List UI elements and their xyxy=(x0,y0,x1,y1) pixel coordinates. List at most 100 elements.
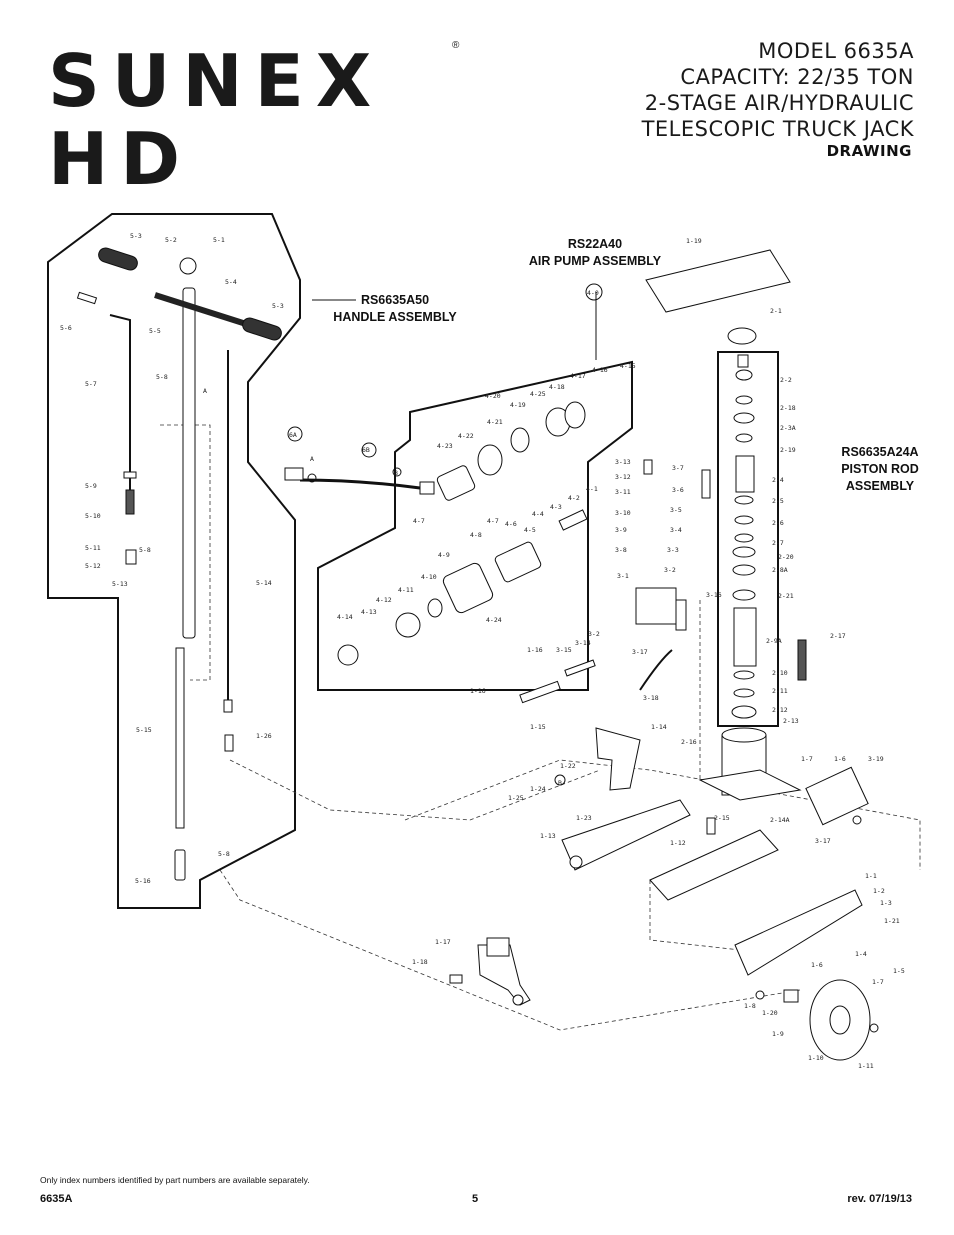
svg-text:3-15: 3-15 xyxy=(556,646,572,654)
svg-text:3-17: 3-17 xyxy=(815,837,831,845)
svg-text:1-12: 1-12 xyxy=(670,839,686,847)
page-number: 5 xyxy=(472,1193,479,1205)
svg-text:4-7: 4-7 xyxy=(413,517,425,525)
svg-text:1-25: 1-25 xyxy=(508,794,524,802)
piston-rod-name-2: ASSEMBLY xyxy=(845,479,915,493)
air-pump-parts xyxy=(284,401,588,666)
svg-text:5-6: 5-6 xyxy=(60,324,72,332)
svg-text:4-1: 4-1 xyxy=(586,485,598,493)
svg-text:3-9: 3-9 xyxy=(615,526,627,534)
svg-text:5-10: 5-10 xyxy=(85,512,101,520)
svg-text:5-8: 5-8 xyxy=(218,850,230,858)
svg-text:1-19: 1-19 xyxy=(686,237,702,245)
svg-text:1-20: 1-20 xyxy=(762,1009,778,1017)
registered-mark: ® xyxy=(452,40,460,51)
svg-text:2-7: 2-7 xyxy=(772,539,784,547)
svg-text:2-13: 2-13 xyxy=(783,717,799,725)
svg-text:2-18: 2-18 xyxy=(780,404,796,412)
svg-text:5-8: 5-8 xyxy=(156,373,168,381)
svg-text:1-10: 1-10 xyxy=(808,1054,824,1062)
svg-text:2-14A: 2-14A xyxy=(770,816,790,824)
svg-text:4-10: 4-10 xyxy=(421,573,437,581)
svg-text:4-17: 4-17 xyxy=(570,372,586,380)
svg-text:4-15: 4-15 xyxy=(620,362,636,370)
svg-text:4-16: 4-16 xyxy=(592,366,608,374)
svg-text:4-23: 4-23 xyxy=(437,442,453,450)
svg-text:1-8: 1-8 xyxy=(744,1002,756,1010)
svg-text:1-5: 1-5 xyxy=(893,967,905,975)
svg-text:2-9A: 2-9A xyxy=(766,637,782,645)
svg-text:5-9: 5-9 xyxy=(85,482,97,490)
svg-text:B: B xyxy=(558,779,562,787)
svg-text:4-13: 4-13 xyxy=(361,608,377,616)
footer-model: 6635A xyxy=(40,1193,73,1205)
brand-logo: SUNEX HD xyxy=(48,40,468,198)
svg-text:2-16: 2-16 xyxy=(681,738,697,746)
svg-text:5-4: 5-4 xyxy=(225,278,237,286)
svg-text:1-11: 1-11 xyxy=(858,1062,874,1070)
valve-parts xyxy=(519,459,869,826)
handle-assembly-outline xyxy=(47,213,301,909)
svg-text:2-15: 2-15 xyxy=(714,814,730,822)
svg-text:2-2: 2-2 xyxy=(780,376,792,384)
svg-text:1-13: 1-13 xyxy=(540,832,556,840)
svg-text:2-20: 2-20 xyxy=(778,553,794,561)
footer-note: Only index numbers identified by part nu… xyxy=(40,1175,310,1185)
section-label: DRAWING xyxy=(826,142,912,160)
svg-text:4-3: 4-3 xyxy=(550,503,562,511)
svg-text:1-22: 1-22 xyxy=(560,762,576,770)
revision-date: rev. 07/19/13 xyxy=(847,1193,912,1205)
svg-text:3-12: 3-12 xyxy=(615,473,631,481)
svg-text:4-7: 4-7 xyxy=(487,517,499,525)
svg-text:1-16: 1-16 xyxy=(470,687,486,695)
air-pump-outline xyxy=(317,360,633,691)
svg-text:A: A xyxy=(310,455,314,463)
svg-text:2-1: 2-1 xyxy=(770,307,782,315)
svg-text:4-19: 4-19 xyxy=(510,401,526,409)
svg-text:5-15: 5-15 xyxy=(136,726,152,734)
svg-text:5-14: 5-14 xyxy=(256,579,272,587)
svg-text:3-5: 3-5 xyxy=(670,506,682,514)
svg-text:2-11: 2-11 xyxy=(772,687,788,695)
svg-text:3-2: 3-2 xyxy=(588,630,600,638)
svg-text:2-19: 2-19 xyxy=(780,446,796,454)
handle-assembly-part: RS6635A50 xyxy=(360,293,430,307)
svg-text:1-2: 1-2 xyxy=(873,887,885,895)
title-line-model: MODEL 6635A xyxy=(758,39,914,63)
svg-text:4-24: 4-24 xyxy=(486,616,502,624)
svg-text:1-18: 1-18 xyxy=(412,958,428,966)
svg-text:4-22: 4-22 xyxy=(458,432,474,440)
svg-text:3-8: 3-8 xyxy=(615,546,627,554)
svg-text:3-19: 3-19 xyxy=(868,755,884,763)
svg-text:4-14: 4-14 xyxy=(337,613,353,621)
part-number-labels: 5-3 5-2 5-1 5-4 5-3 5-5 5-6 5-8 5-7 5-9 … xyxy=(60,232,905,1070)
svg-text:3-18: 3-18 xyxy=(643,694,659,702)
svg-text:4-5: 4-5 xyxy=(524,526,536,534)
svg-text:1-16: 1-16 xyxy=(527,646,543,654)
svg-text:5-3: 5-3 xyxy=(130,232,142,240)
svg-text:3-10: 3-10 xyxy=(615,509,631,517)
svg-text:3-6: 3-6 xyxy=(672,486,684,494)
svg-text:3-17: 3-17 xyxy=(632,648,648,656)
piston-outline xyxy=(717,351,779,727)
svg-text:2-17: 2-17 xyxy=(830,632,846,640)
svg-text:3-14: 3-14 xyxy=(575,639,591,647)
title-line-description: TELESCOPIC TRUCK JACK xyxy=(641,117,914,141)
svg-text:5-12: 5-12 xyxy=(85,562,101,570)
svg-text:6B: 6B xyxy=(362,446,370,454)
svg-text:5-16: 5-16 xyxy=(135,877,151,885)
svg-text:4-18: 4-18 xyxy=(549,383,565,391)
svg-text:1-1: 1-1 xyxy=(865,872,877,880)
svg-text:5-3: 5-3 xyxy=(272,302,284,310)
svg-text:4-9: 4-9 xyxy=(438,551,450,559)
svg-text:1-6: 1-6 xyxy=(811,961,823,969)
handle-assembly-name: HANDLE ASSEMBLY xyxy=(333,310,457,324)
svg-text:4-0: 4-0 xyxy=(587,289,599,297)
model-title-block: MODEL 6635A CAPACITY: 22/35 TON 2-STAGE … xyxy=(642,38,914,142)
svg-text:4-2: 4-2 xyxy=(568,494,580,502)
svg-text:3-13: 3-13 xyxy=(615,458,631,466)
air-pump-name: AIR PUMP ASSEMBLY xyxy=(528,254,662,268)
svg-text:5-5: 5-5 xyxy=(149,327,161,335)
svg-text:B: B xyxy=(394,469,398,477)
svg-text:2-6: 2-6 xyxy=(772,519,784,527)
